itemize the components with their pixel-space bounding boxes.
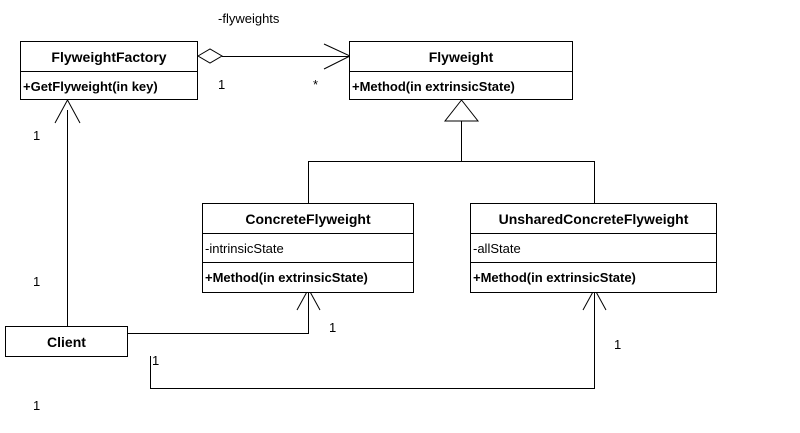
multiplicity-label-client-factory-bottom: 1: [33, 274, 41, 289]
class-name-flyweight-factory: FlyweightFactory: [51, 48, 167, 65]
multiplicity-label-concrete-end: 1: [329, 320, 337, 335]
open-arrowhead-icon-client-factory: [53, 99, 82, 125]
association-line-client-unshared-drop: [150, 356, 151, 389]
generalization-branch-concrete: [308, 161, 309, 203]
multiplicity-label-client-unshared-end: 1: [33, 398, 41, 413]
aggregation-diamond-icon: [197, 48, 224, 64]
class-operation-unshared-concrete-flyweight-0: +Method(in extrinsicState): [471, 262, 716, 291]
class-box-client[interactable]: Client: [5, 326, 128, 357]
class-operation-concrete-flyweight-0: +Method(in extrinsicState): [203, 262, 413, 291]
class-operation-flyweight-factory-0: +GetFlyweight(in key): [21, 71, 197, 100]
class-name-client: Client: [47, 333, 86, 350]
multiplicity-label-unshared-end: 1: [614, 337, 622, 352]
class-name-unshared-concrete-flyweight: UnsharedConcreteFlyweight: [498, 210, 689, 227]
association-line-client-factory: [67, 110, 68, 327]
class-box-unshared-concrete-flyweight[interactable]: UnsharedConcreteFlyweight -allState +Met…: [470, 203, 717, 293]
multiplicity-label-client-factory-top: 1: [33, 128, 41, 143]
association-role-label-flyweights: -flyweights: [218, 11, 280, 26]
generalization-branch-unshared: [594, 161, 595, 203]
association-line-client-unshared-v: [594, 293, 595, 389]
class-box-flyweight[interactable]: Flyweight +Method(in extrinsicState): [349, 41, 573, 100]
class-name-flyweight: Flyweight: [428, 48, 494, 65]
generalization-stem: [461, 121, 462, 162]
class-box-concrete-flyweight[interactable]: ConcreteFlyweight -intrinsicState +Metho…: [202, 203, 414, 293]
class-box-flyweight-factory[interactable]: FlyweightFactory +GetFlyweight(in key): [20, 41, 198, 100]
generalization-split-bar: [308, 161, 595, 162]
association-line-client-concrete-h: [128, 333, 309, 334]
generalization-triangle-icon: [443, 99, 480, 123]
multiplicity-label-factory-end: 1: [218, 77, 226, 92]
open-arrowhead-icon: [322, 42, 352, 71]
multiplicity-label-client-concrete-end: 1: [152, 353, 160, 368]
multiplicity-label-flyweight-end: *: [313, 77, 319, 92]
class-name-concrete-flyweight: ConcreteFlyweight: [245, 210, 371, 227]
class-operation-flyweight-0: +Method(in extrinsicState): [350, 71, 572, 100]
association-line-factory-flyweight: [222, 56, 349, 57]
class-attribute-concrete-flyweight-0: -intrinsicState: [203, 233, 413, 262]
association-line-client-concrete-v: [308, 293, 309, 334]
association-line-client-unshared-h: [150, 388, 595, 389]
class-attribute-unshared-concrete-flyweight-0: -allState: [471, 233, 716, 262]
